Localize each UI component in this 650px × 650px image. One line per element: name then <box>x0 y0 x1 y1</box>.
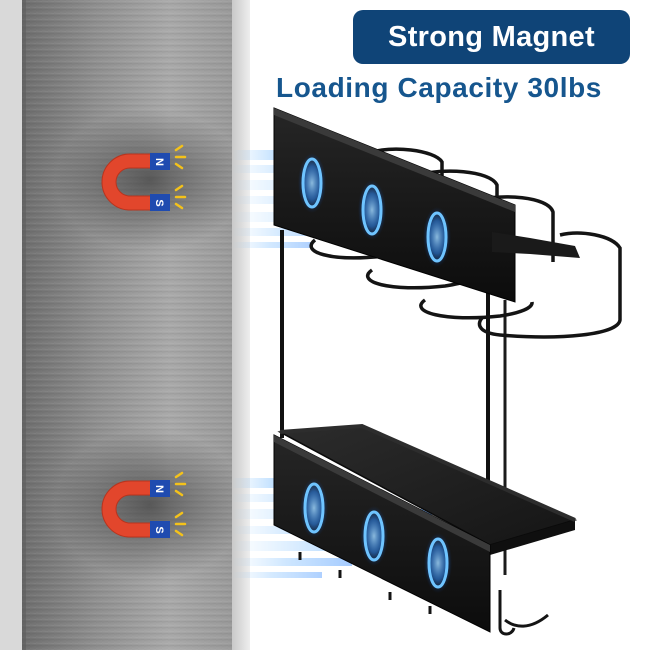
magnetic-spark-icon <box>174 471 187 537</box>
magnetic-spark-icon <box>174 144 187 210</box>
magnetic-glow-icon <box>298 153 451 267</box>
metal-wall <box>0 0 250 650</box>
loading-capacity-text: Loading Capacity 30lbs <box>276 72 602 103</box>
magnet-pole-north: N <box>153 158 165 166</box>
magnet-pole-north: N <box>153 485 165 493</box>
magnetic-glow-icon <box>300 478 452 593</box>
horseshoe-magnet-icon: N S <box>101 480 170 538</box>
storage-rack <box>273 107 622 636</box>
hook <box>298 552 549 636</box>
magnet-pole-south: S <box>153 199 165 206</box>
horseshoe-magnet-icon: N S <box>101 153 170 211</box>
magnet-pole-south: S <box>153 526 165 533</box>
strong-magnet-badge: Strong Magnet <box>353 10 630 64</box>
